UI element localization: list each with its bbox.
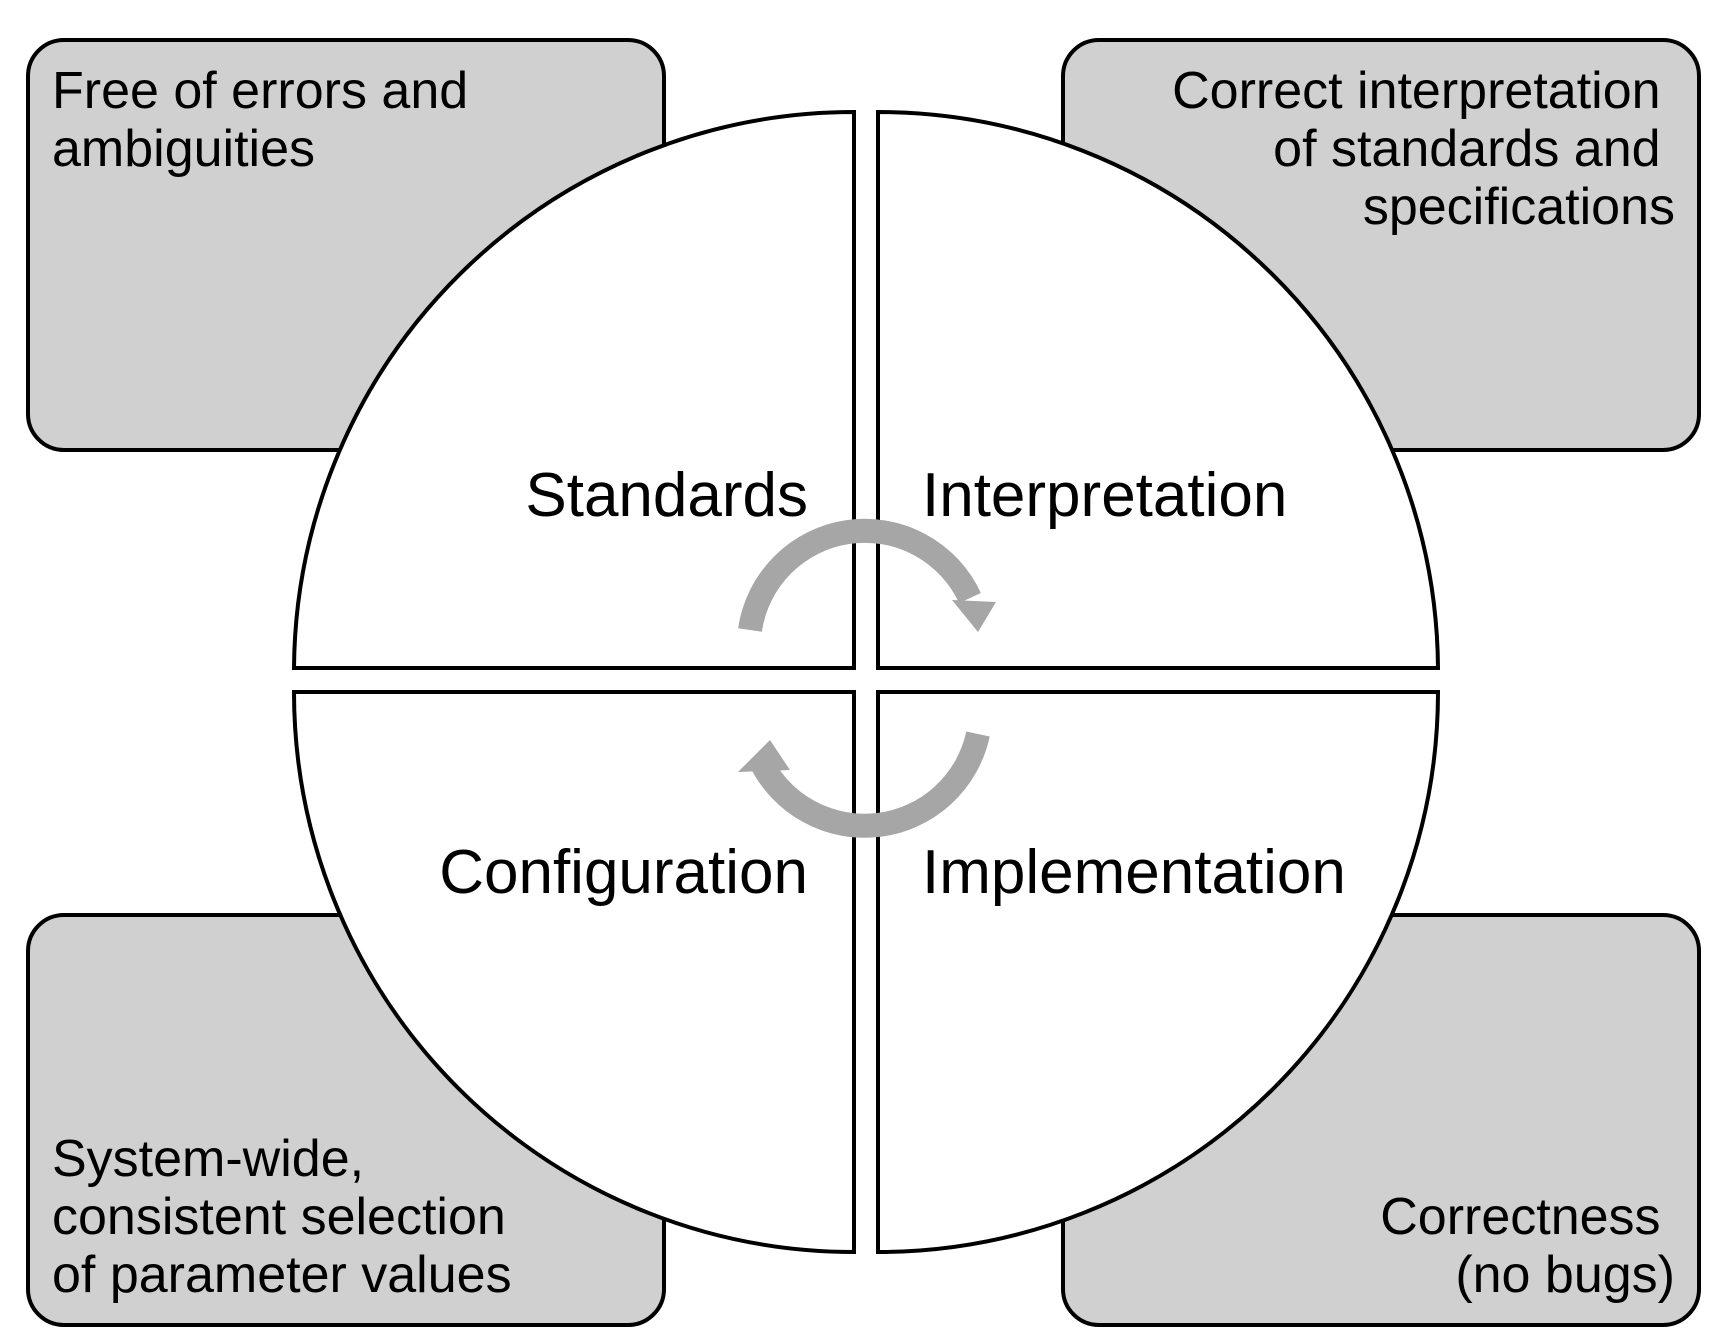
cycle-arrow-counterclockwise-icon [738, 731, 990, 838]
corner-text-top-right: Correct interpretation of standards and … [1172, 62, 1675, 236]
corner-text-bottom-right: Correctness (no bugs) [1380, 1188, 1675, 1304]
quadrant-label-interpretation: Interpretation [922, 461, 1287, 530]
quadrant-label-configuration: Configuration [439, 838, 808, 907]
quadrant-bottom-right [876, 690, 1441, 1255]
corner-text-top-left: Free of errors and ambiguities [52, 62, 483, 178]
quadrant-label-standards: Standards [525, 461, 808, 530]
quadrant-top-right [876, 109, 1441, 670]
cycle-arrow-clockwise-icon [738, 518, 996, 632]
corner-text-bottom-left: System-wide, consistent selection of par… [52, 1130, 520, 1304]
quadrant-label-implementation: Implementation [922, 838, 1346, 907]
quadrant-top-left [291, 109, 856, 670]
quadrant-bottom-left [291, 690, 856, 1255]
